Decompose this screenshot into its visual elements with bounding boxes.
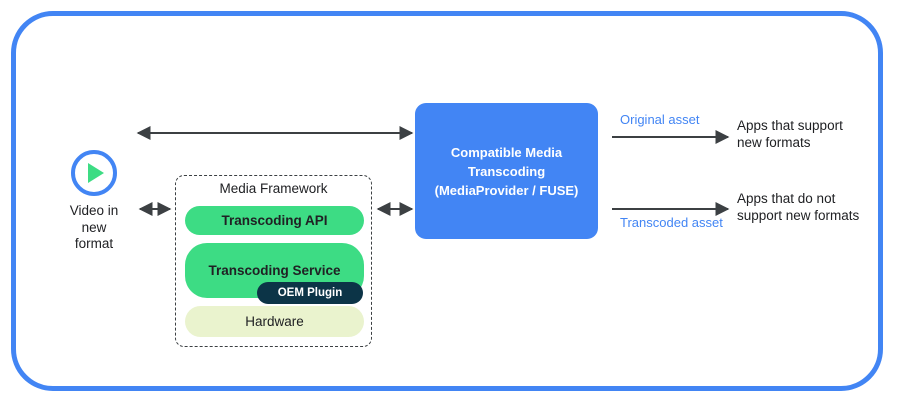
layer-hardware[interactable]: Hardware bbox=[185, 306, 364, 337]
layer-transcoding-service-label: Transcoding Service bbox=[208, 263, 341, 278]
media-framework-title: Media Framework bbox=[219, 181, 328, 196]
connector-transcoding-to-apps-nosupport bbox=[612, 202, 730, 216]
connector-transcoding-to-apps-support bbox=[612, 130, 730, 144]
apps-not-supporting-new-formats-label: Apps that do not support new formats bbox=[737, 191, 860, 223]
connector-framework-to-transcoding bbox=[376, 202, 414, 216]
transcoded-asset-label: Transcoded asset bbox=[620, 215, 723, 230]
apps-supporting-new-formats-label: Apps that support new formats bbox=[737, 118, 843, 150]
play-circle-icon bbox=[71, 150, 117, 196]
compatible-media-transcoding-label: Compatible Media Transcoding (MediaProvi… bbox=[434, 144, 579, 198]
outer-frame-border bbox=[11, 11, 883, 391]
oem-plugin-badge[interactable]: OEM Plugin bbox=[257, 282, 363, 304]
layer-hardware-label: Hardware bbox=[245, 314, 304, 329]
layer-transcoding-api[interactable]: Transcoding API bbox=[185, 206, 364, 235]
connector-source-to-transcoding bbox=[136, 126, 414, 140]
oem-plugin-label: OEM Plugin bbox=[277, 287, 343, 299]
video-source-caption: Video in new format bbox=[69, 203, 119, 251]
connector-source-to-framework bbox=[138, 202, 172, 216]
compatible-media-transcoding-box[interactable]: Compatible Media Transcoding (MediaProvi… bbox=[415, 103, 598, 239]
original-asset-label: Original asset bbox=[620, 112, 700, 127]
video-source-group: Video in new format bbox=[47, 150, 141, 253]
play-triangle-icon bbox=[88, 163, 104, 183]
layer-transcoding-api-label: Transcoding API bbox=[221, 213, 328, 228]
media-framework-container: Media Framework Transcoding API Transcod… bbox=[175, 175, 372, 347]
